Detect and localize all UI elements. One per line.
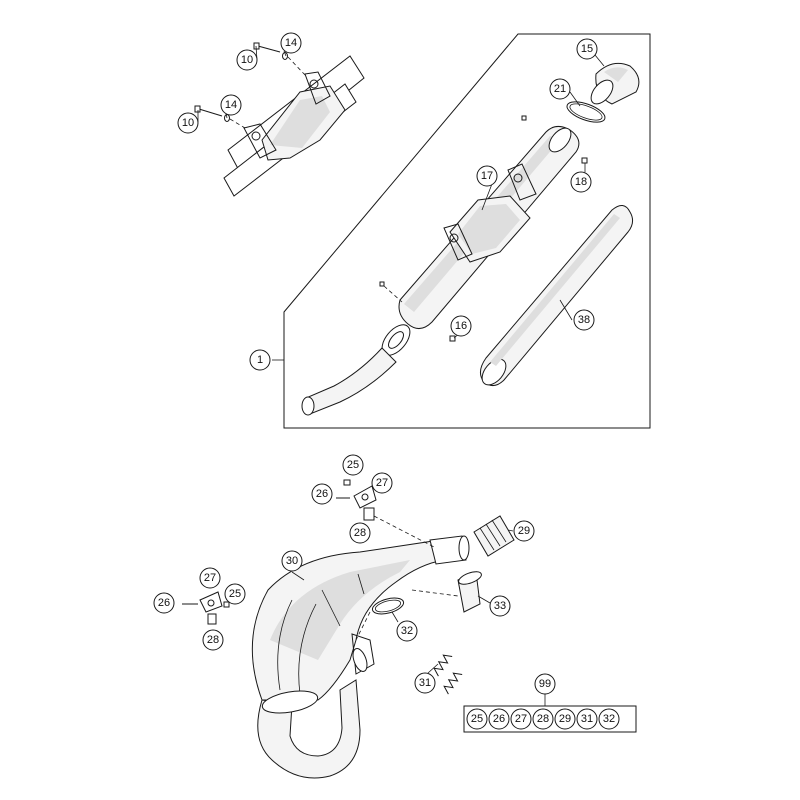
svg-text:99: 99 (539, 678, 551, 690)
callout-18: 18 (570, 171, 592, 193)
mount-clamp-upper (304, 71, 331, 105)
callout-27-upper: 27 (371, 472, 393, 494)
bracket-27-upper (353, 485, 377, 509)
svg-text:31: 31 (419, 677, 431, 689)
washer-25-left (223, 601, 230, 608)
kit-item-2: 26 (488, 708, 510, 730)
callout-28-upper: 28 (349, 522, 371, 544)
svg-text:30: 30 (286, 555, 298, 567)
kit-item-4: 28 (532, 708, 554, 730)
o-ring (566, 101, 606, 123)
callout-30: 30 (281, 550, 303, 572)
callout-10-upper: 10 (236, 49, 258, 71)
svg-text:32: 32 (401, 625, 413, 637)
svg-text:27: 27 (515, 713, 527, 725)
spring-31-b (443, 672, 463, 695)
callout-21: 21 (549, 78, 571, 100)
spring-31-a (433, 654, 453, 677)
grommet-28-left (207, 613, 217, 625)
kit-item-1: 25 (466, 708, 488, 730)
callout-26-upper: 26 (311, 483, 333, 505)
svg-text:33: 33 (494, 600, 506, 612)
svg-text:26: 26 (493, 713, 505, 725)
svg-text:31: 31 (581, 713, 593, 725)
silencer-assembly (301, 62, 640, 416)
callout-15: 15 (576, 38, 598, 60)
svg-text:25: 25 (471, 713, 483, 725)
callout-10-lower: 10 (177, 112, 199, 134)
svg-text:38: 38 (578, 314, 590, 326)
svg-text:26: 26 (158, 597, 170, 609)
grommet-28-upper (363, 507, 375, 521)
svg-text:27: 27 (376, 477, 388, 489)
svg-text:25: 25 (347, 459, 359, 471)
o-ring-32 (371, 597, 405, 615)
outlet-end (458, 535, 470, 561)
svg-text:14: 14 (225, 99, 237, 111)
callout-17: 17 (476, 165, 498, 187)
svg-text:21: 21 (554, 83, 566, 95)
kit-item-6: 31 (576, 708, 598, 730)
svg-text:10: 10 (241, 54, 253, 66)
bolt-10-lower (198, 108, 223, 117)
callout-32: 32 (396, 620, 418, 642)
svg-text:14: 14 (285, 37, 297, 49)
callout-27-left: 27 (199, 567, 221, 589)
frame-mount-detail (194, 42, 365, 197)
kit-99-box (463, 705, 637, 733)
svg-text:28: 28 (537, 713, 549, 725)
callout-28-left: 28 (202, 629, 224, 651)
screw-18 (581, 157, 588, 164)
svg-text:18: 18 (575, 176, 587, 188)
svg-text:25: 25 (229, 588, 241, 600)
svg-text:29: 29 (518, 525, 530, 537)
kit-item-3: 27 (510, 708, 532, 730)
washer-25-upper (343, 479, 351, 486)
svg-text:26: 26 (316, 488, 328, 500)
callout-25-upper: 25 (342, 454, 364, 476)
callout-99: 99 (534, 673, 556, 695)
callout-14-lower: 14 (220, 94, 242, 116)
exhaust-pipe-group (182, 479, 515, 779)
kit-item-5: 29 (554, 708, 576, 730)
svg-text:28: 28 (354, 527, 366, 539)
callout-26-left: 26 (153, 592, 175, 614)
svg-text:16: 16 (455, 320, 467, 332)
bracket-27-left (199, 591, 223, 613)
silencer-end-face (548, 127, 572, 153)
svg-text:17: 17 (481, 170, 493, 182)
svg-text:32: 32 (603, 713, 615, 725)
svg-text:10: 10 (182, 117, 194, 129)
callout-31: 31 (414, 672, 436, 694)
silencer-assembly-outline (283, 33, 651, 429)
callout-33: 33 (489, 595, 511, 617)
inlet-pipe-end (301, 396, 315, 416)
callout-16: 16 (450, 315, 472, 337)
svg-text:28: 28 (207, 634, 219, 646)
bolt-10-upper (257, 45, 281, 53)
svg-text:1: 1 (257, 354, 263, 366)
mount-clamp-lower (243, 123, 277, 159)
svg-text:29: 29 (559, 713, 571, 725)
damping-packing (480, 205, 634, 386)
silencer-inlet-pipe (305, 347, 397, 415)
svg-text:15: 15 (581, 43, 593, 55)
svg-text:27: 27 (204, 572, 216, 584)
callout-14-upper: 14 (280, 32, 302, 54)
screw-16 (449, 335, 456, 342)
kit-item-7: 32 (598, 708, 620, 730)
callout-1: 1 (249, 349, 271, 371)
callout-38: 38 (573, 309, 595, 331)
callout-25-left: 25 (224, 583, 246, 605)
callout-29: 29 (513, 520, 535, 542)
exhaust-outlet (429, 535, 467, 565)
